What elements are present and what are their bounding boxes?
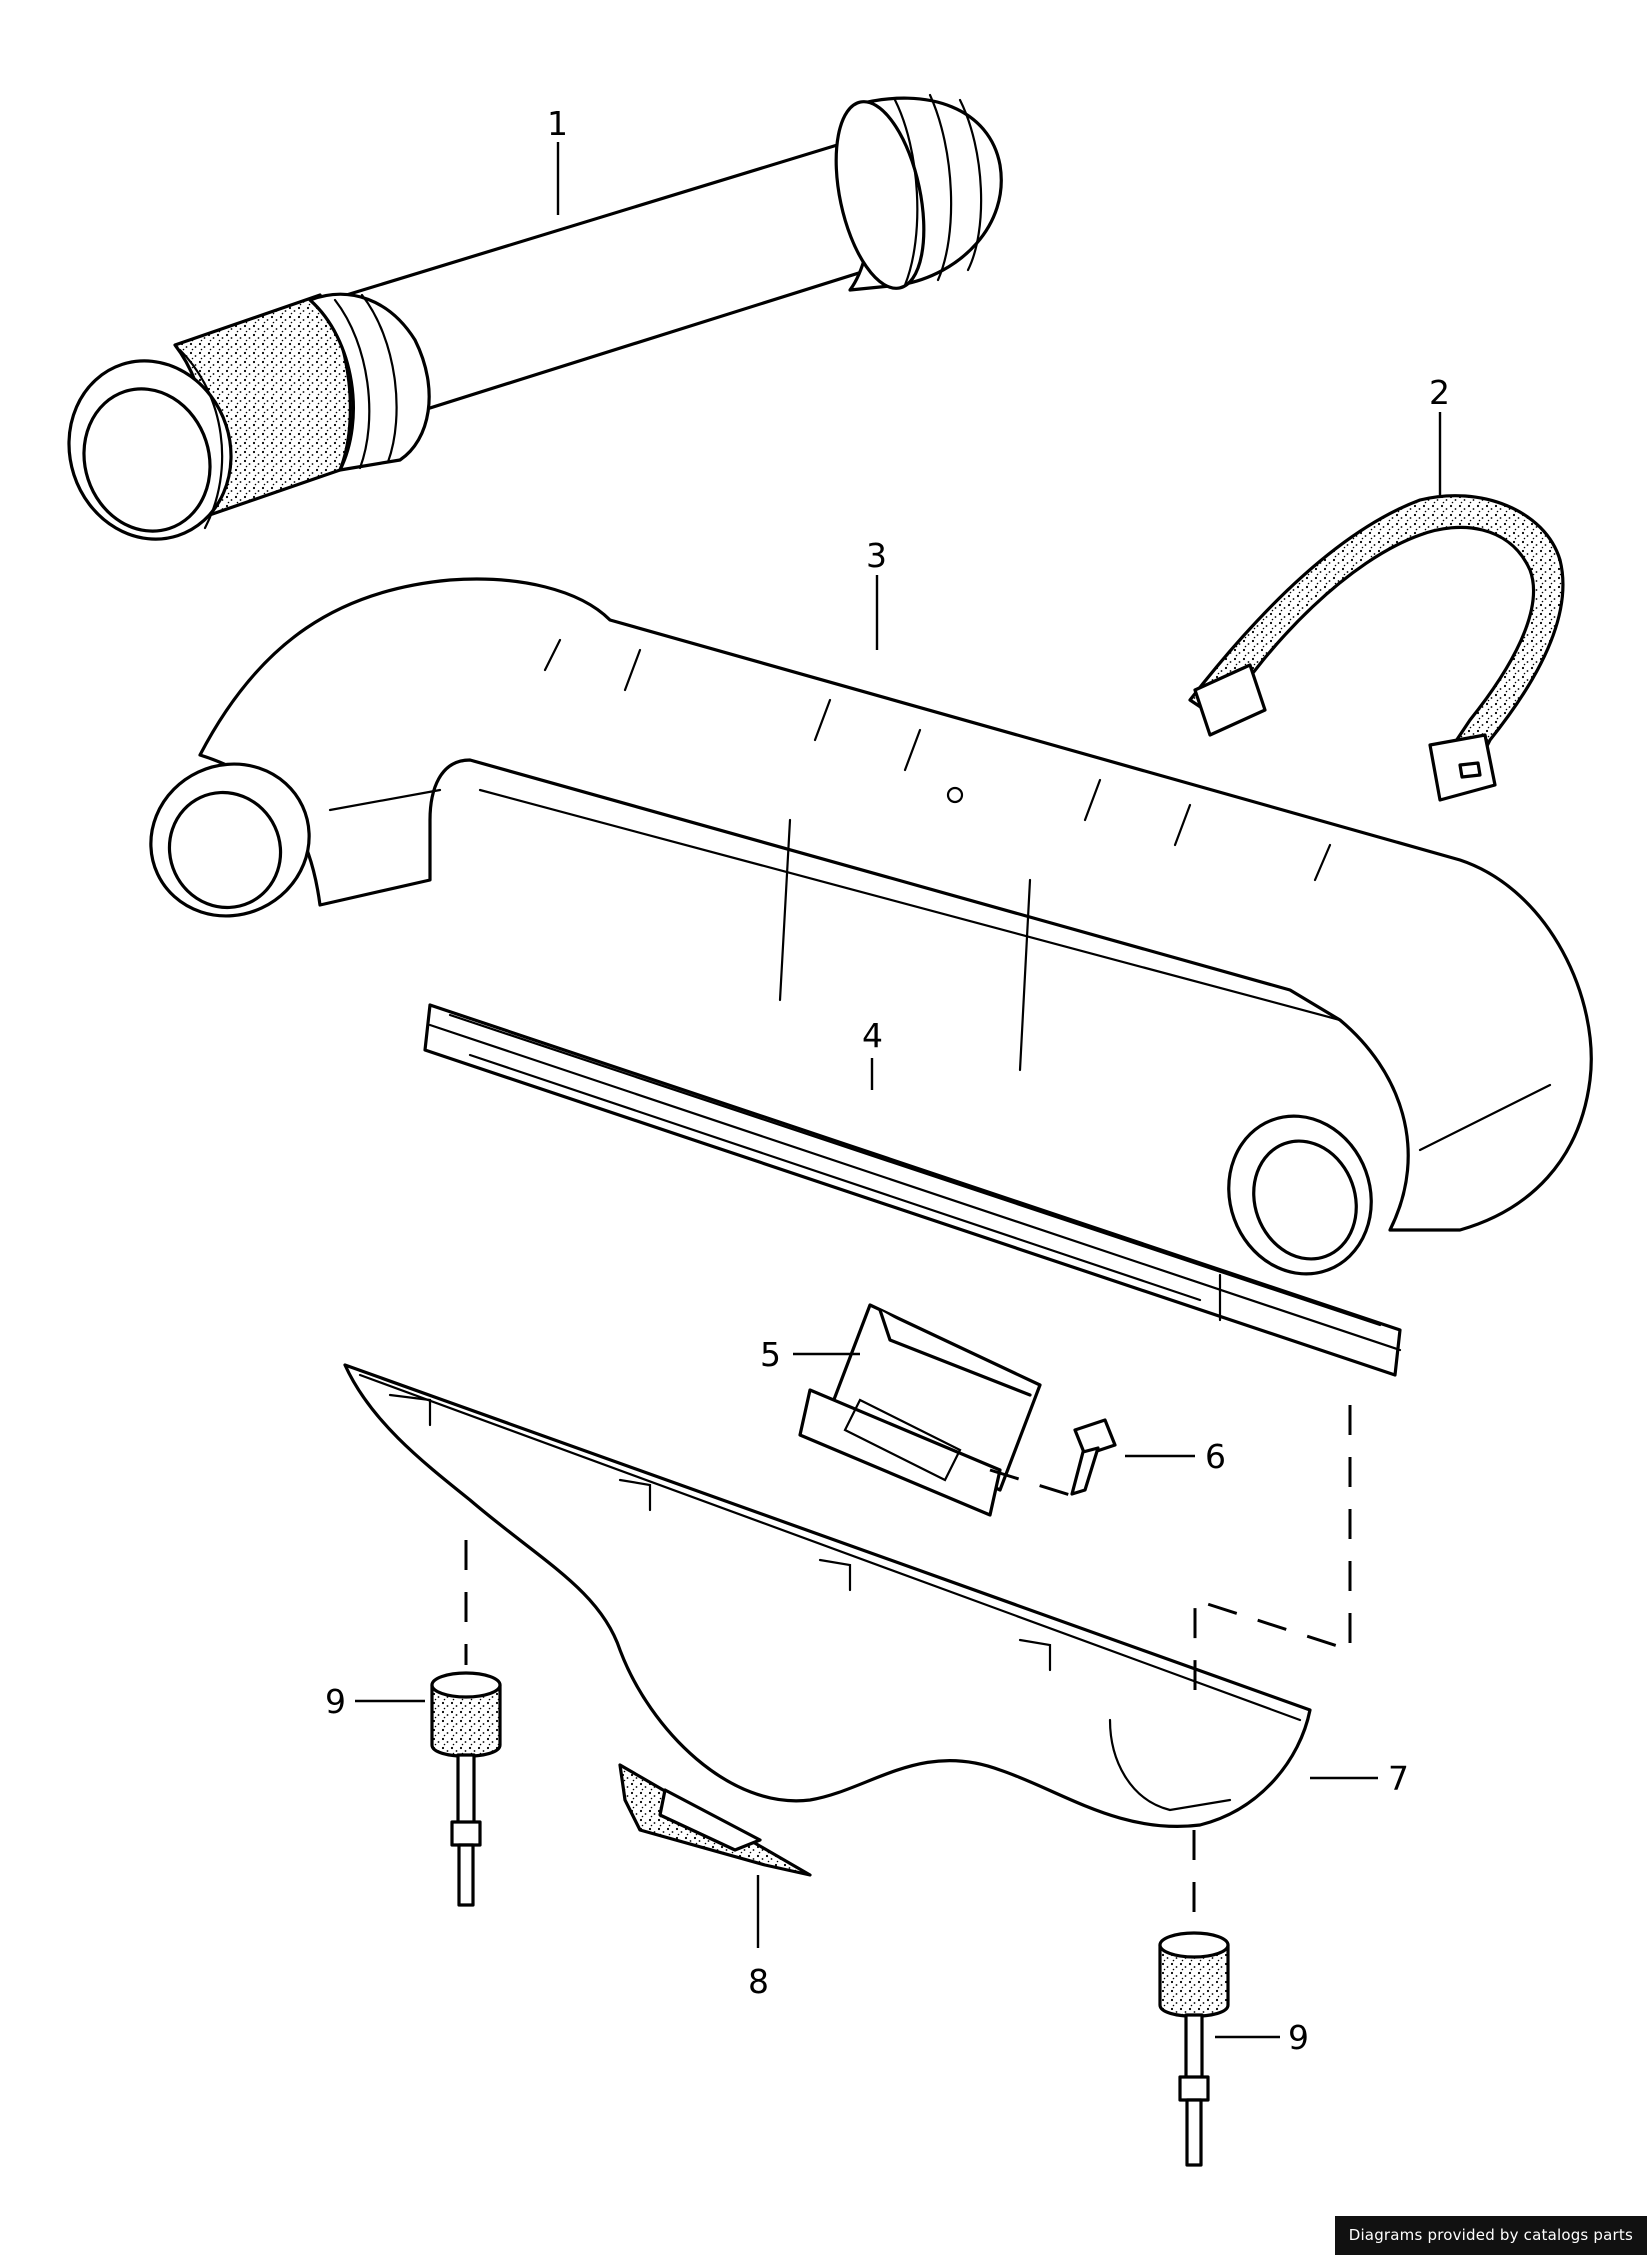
lower-housing-part <box>343 1363 1312 1828</box>
callout-2: 2 <box>1429 373 1450 412</box>
air-hose-part <box>67 93 1003 541</box>
adapter-flange-part <box>798 1303 1042 1517</box>
callout-6: 6 <box>1205 1437 1226 1476</box>
alignment-lines <box>464 1405 1352 1930</box>
callout-5: 5 <box>760 1335 781 1374</box>
leader-lines <box>355 142 1442 2039</box>
rubber-mount-part-right <box>1158 1931 1230 2167</box>
gasket-part <box>618 1763 812 1877</box>
callout-9-right: 9 <box>1288 2018 1309 2057</box>
rubber-mount-part-left <box>430 1671 502 1907</box>
callout-9-left: 9 <box>325 1682 346 1721</box>
callout-3: 3 <box>866 536 887 575</box>
gasket-frame-part <box>423 1003 1402 1377</box>
callout-7: 7 <box>1388 1759 1409 1798</box>
strap-part <box>1188 494 1565 802</box>
callout-1: 1 <box>547 104 568 143</box>
credit-text: Diagrams provided by catalogs parts <box>1348 2226 1633 2244</box>
callout-8: 8 <box>748 1962 769 2001</box>
credit-badge: Diagrams provided by catalogs parts <box>1334 2216 1647 2255</box>
callout-4: 4 <box>862 1016 883 1055</box>
callout-labels: 1 2 3 4 5 6 7 8 9 9 <box>325 104 1450 2057</box>
bolt-part <box>1070 1418 1117 1496</box>
air-duct-part <box>149 577 1593 1276</box>
